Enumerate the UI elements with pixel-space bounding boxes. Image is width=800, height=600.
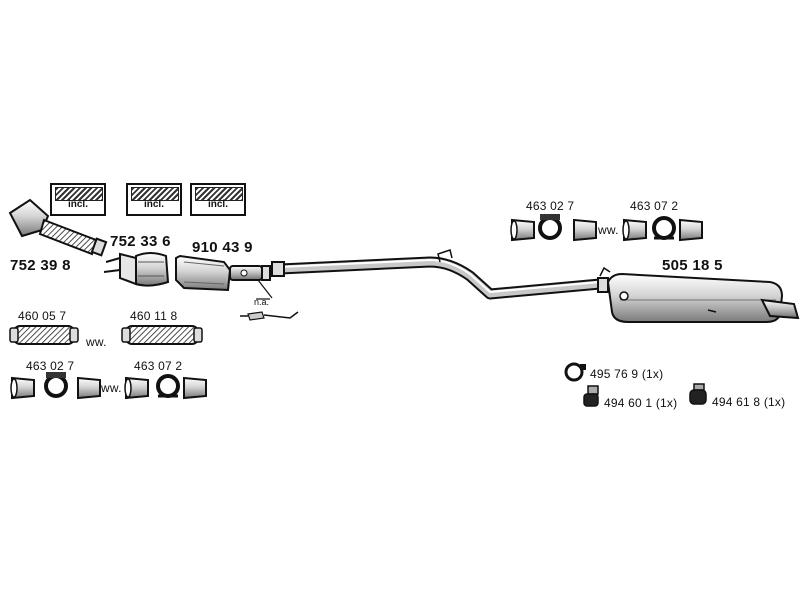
- kit-box-pattern: [131, 187, 179, 201]
- rubber-mount-b-icon: [689, 383, 707, 405]
- ww-note: ww.: [101, 381, 122, 395]
- kit-box-2: incl.: [126, 183, 182, 216]
- na-note: n.a.: [254, 297, 270, 307]
- kit-box-1: incl.: [50, 183, 106, 216]
- flex-pipe-a: [9, 325, 79, 345]
- part-label-hanger-c: 494 61 8 (1x): [712, 395, 786, 409]
- catalyst-1: [103, 252, 170, 287]
- part-label-clamp-left-b: 463 07 2: [134, 359, 183, 373]
- kit-box-label: incl.: [143, 199, 164, 210]
- clamp-set-right-b: [622, 216, 703, 242]
- ww-note: ww.: [86, 335, 107, 349]
- part-label-downpipe: 752 39 8: [10, 257, 71, 274]
- kit-box-3: incl.: [190, 183, 246, 216]
- rear-silencer: [599, 266, 800, 323]
- hanger-ring-icon: [564, 362, 586, 382]
- part-label-flex-pipe-a: 460 05 7: [18, 309, 67, 323]
- middle-pipe: [271, 249, 609, 300]
- kit-box-label: incl.: [67, 199, 88, 210]
- front-downpipe: [8, 198, 108, 257]
- catalyst-2: [175, 254, 271, 292]
- rubber-mount-icon: [583, 385, 599, 407]
- part-label-hanger-b: 494 60 1 (1x): [604, 396, 678, 410]
- part-label-clamp-left-a: 463 02 7: [26, 359, 75, 373]
- part-label-catalyst-2: 910 43 9: [192, 239, 253, 256]
- part-label-clamp-right-b: 463 07 2: [630, 199, 679, 213]
- part-label-hanger-a: 495 76 9 (1x): [590, 367, 664, 381]
- clamp-set-left-a: [10, 372, 101, 400]
- kit-box-label: incl.: [207, 199, 228, 210]
- part-label-catalyst-1: 752 33 6: [110, 233, 171, 250]
- lambda-sensor: [240, 279, 299, 321]
- part-label-flex-pipe-b: 460 11 8: [130, 309, 178, 323]
- ww-note: ww.: [598, 223, 619, 237]
- clamp-set-left-b: [124, 374, 207, 400]
- part-label-rear-silencer: 505 18 5: [662, 257, 723, 274]
- clamp-set-right-a: [510, 214, 597, 242]
- kit-box-pattern: [55, 187, 103, 201]
- flex-pipe-b: [121, 325, 203, 345]
- part-label-clamp-right-a: 463 02 7: [526, 199, 575, 213]
- kit-box-pattern: [195, 187, 243, 201]
